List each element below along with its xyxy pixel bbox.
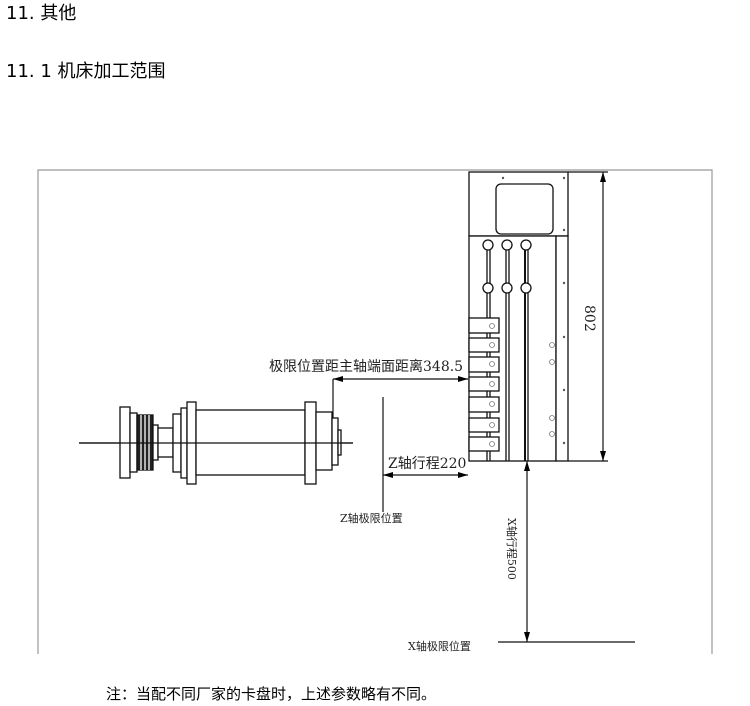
z-limit-label: Z轴极限位置 <box>340 511 403 525</box>
turret-assembly <box>468 171 608 462</box>
spindle-limit-distance-label: 极限位置距主轴端面距离348.5 <box>269 358 463 375</box>
drawing-frame <box>37 169 713 654</box>
section-heading: 11. 其他 <box>6 3 77 24</box>
spindle-assembly <box>79 401 353 485</box>
z-travel-label: Z轴行程220 <box>388 456 466 472</box>
x-travel-label: X轴行程500 <box>505 518 519 580</box>
chuck-note: 注：当配不同厂家的卡盘时，上述参数略有不同。 <box>106 685 437 703</box>
height-dimension-label: 802 <box>581 305 597 332</box>
x-limit-label: X轴极限位置 <box>408 639 471 653</box>
spindle-limit-dimension <box>332 376 468 418</box>
z-travel-dimension <box>382 397 468 512</box>
subsection-heading: 11. 1 机床加工范围 <box>6 61 166 82</box>
